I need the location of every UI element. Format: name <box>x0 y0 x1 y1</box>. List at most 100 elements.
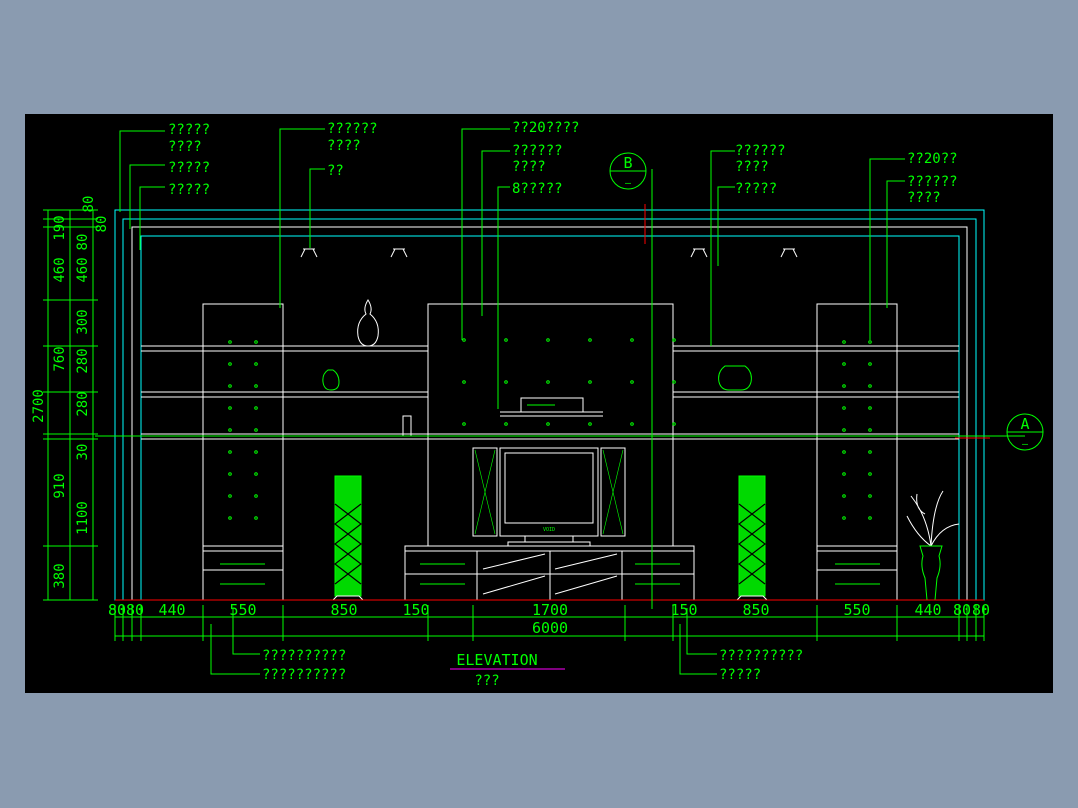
stud-dot <box>228 450 232 454</box>
dimension-label: 460 <box>75 257 91 282</box>
stud-dot <box>868 406 872 410</box>
stud-dot <box>228 362 232 366</box>
panel-studs <box>228 338 872 520</box>
stud-dot <box>868 362 872 366</box>
stud-dot <box>868 340 872 344</box>
dimension-label: 80 <box>94 216 110 233</box>
stud-dot <box>228 516 232 520</box>
svg-text:—: — <box>625 178 632 189</box>
callout-text: ????? <box>719 667 761 683</box>
stud-dot <box>672 422 676 426</box>
stud-dot <box>868 384 872 388</box>
dimension-label: 80 <box>126 601 144 619</box>
callout-text: ??20???? <box>512 120 579 136</box>
elevation-drawing: VOID B <box>31 120 1044 689</box>
stud-dot <box>842 428 846 432</box>
stud-dot <box>546 422 550 426</box>
stud-dot <box>228 384 232 388</box>
callout-text: ???? <box>512 159 546 175</box>
stud-dot <box>504 422 508 426</box>
callout-text: ?????????? <box>719 648 803 664</box>
callouts-bottom: ?????????? ?????????? ?????????? ????? <box>262 648 803 683</box>
stud-dot <box>842 450 846 454</box>
callout-text: ?????? <box>512 143 563 159</box>
stud-dot <box>630 338 634 342</box>
stud-dot <box>868 450 872 454</box>
stud-dot <box>254 406 258 410</box>
left-column-cabinet <box>202 303 284 601</box>
dimension-label: 1100 <box>75 501 91 535</box>
dimension-label: 850 <box>742 601 769 619</box>
dimension-label: 190 <box>52 215 68 240</box>
stud-dot <box>630 380 634 384</box>
stud-dot <box>868 494 872 498</box>
callout-text: ???? <box>907 190 941 206</box>
stud-dot <box>254 516 258 520</box>
marker-a-label: A <box>1020 415 1029 433</box>
dimension-label: 440 <box>914 601 941 619</box>
stud-dot <box>868 472 872 476</box>
title-block: ELEVATION ??? <box>450 651 565 689</box>
stud-dot <box>842 472 846 476</box>
callout-text: ?????? <box>735 143 786 159</box>
dimension-lines <box>43 209 985 641</box>
stud-dot <box>254 472 258 476</box>
stud-dot <box>254 428 258 432</box>
callout-text: ????? <box>735 181 777 197</box>
section-marker-a: A — <box>1006 413 1044 451</box>
callout-text: ?????? <box>907 174 958 190</box>
stud-dot <box>842 406 846 410</box>
callout-text: ?????? <box>327 121 378 137</box>
dimension-label: 380 <box>52 563 68 588</box>
stud-dot <box>254 362 258 366</box>
callout-text: ?????????? <box>262 667 346 683</box>
cad-viewport: VOID B <box>25 114 1053 693</box>
stud-dot <box>842 362 846 366</box>
callout-leaders-bottom <box>210 608 717 675</box>
stud-dot <box>254 450 258 454</box>
stud-dot <box>672 380 676 384</box>
stud-dot <box>228 406 232 410</box>
stud-dot <box>254 384 258 388</box>
stud-dot <box>842 384 846 388</box>
dimension-label: 80 <box>972 601 990 619</box>
dimension-label: 80 <box>81 196 97 213</box>
dimension-label: 760 <box>52 346 68 371</box>
callout-text: ?????????? <box>262 648 346 664</box>
stud-dot <box>546 338 550 342</box>
plant-icon <box>906 490 960 601</box>
dimension-label: 30 <box>75 444 91 461</box>
marker-b-label: B <box>623 154 632 172</box>
stud-dot <box>588 380 592 384</box>
dimension-label: 2700 <box>31 389 47 423</box>
callout-text: ????? <box>168 182 210 198</box>
stud-dot <box>588 422 592 426</box>
dimension-label: 1700 <box>532 601 568 619</box>
callout-leaders <box>119 128 905 409</box>
drawing-title: ELEVATION <box>456 651 537 669</box>
svg-text:VOID: VOID <box>543 527 555 533</box>
stud-dot <box>462 422 466 426</box>
section-marker-b: B — <box>609 152 647 190</box>
stud-dot <box>868 516 872 520</box>
stud-dot <box>228 472 232 476</box>
dimension-label: 80 <box>108 601 126 619</box>
dimension-label: 550 <box>229 601 256 619</box>
callout-text: ???? <box>327 138 361 154</box>
dimension-label: 280 <box>75 391 91 416</box>
dimension-label: 300 <box>75 309 91 334</box>
stud-dot <box>842 340 846 344</box>
callout-text: ????? <box>168 122 210 138</box>
dimension-total: 6000 <box>532 619 568 637</box>
stud-dot <box>630 422 634 426</box>
stud-dot <box>842 494 846 498</box>
callout-text: ???? <box>735 159 769 175</box>
callout-text: ??20?? <box>907 151 958 167</box>
dimension-label: 80 <box>75 234 91 251</box>
dimension-label: 150 <box>402 601 429 619</box>
stud-dot <box>462 338 466 342</box>
stud-dot <box>462 380 466 384</box>
stud-dot <box>842 516 846 520</box>
dimension-label: 80 <box>953 601 971 619</box>
callout-text: ????? <box>168 160 210 176</box>
